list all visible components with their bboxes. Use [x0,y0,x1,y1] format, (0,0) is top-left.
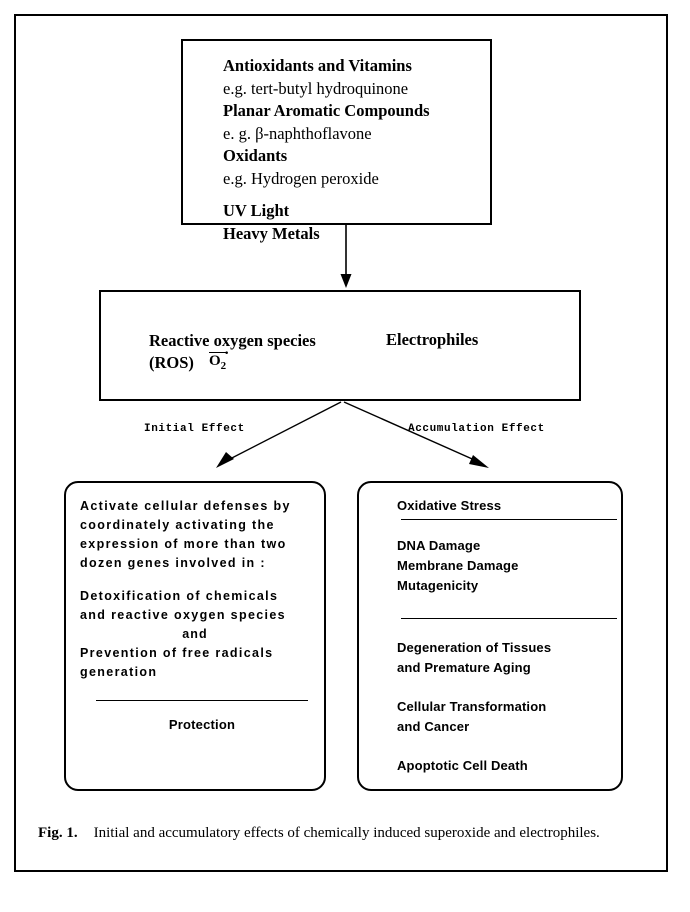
protection-line-5: Detoxification of chemicals [80,589,279,603]
figure-caption: Fig. 1. Initial and accumulatory effects … [38,823,652,843]
protection-line-1: Activate cellular defenses by [80,499,291,513]
oxidative-heading: Oxidative Stress [397,498,502,513]
protection-divider [96,700,308,701]
superoxide-o: O2· [209,345,230,372]
oxidative-gap-2 [397,619,621,638]
oxidative-apoptosis: Apoptotic Cell Death [397,758,528,773]
inducers-box: Antioxidants and Vitamins e.g. tert-buty… [181,39,492,243]
protection-outcome-label: Protection [168,717,236,732]
protection-line-2: coordinately activating the [80,518,275,532]
oxidative-divider-top [401,519,617,520]
oxidative-gap-1 [397,520,621,536]
oxidative-gap-4 [397,737,621,756]
protection-line-3: expression of more than two [80,537,287,551]
figure-caption-text: Initial and accumulatory effects of chem… [93,825,600,841]
inducer-line-naphthoflavone: e. g. β-naphthoflavone [223,123,372,143]
ros-line-2: (ROS) [149,353,194,372]
branching-arrows-icon [216,401,489,468]
oxidative-membrane-damage: Membrane Damage [397,558,519,573]
protection-line-and: and [182,627,208,641]
figure-number: Fig. 1. [38,825,78,841]
superoxide-subscript: 2 [220,360,227,372]
inducer-line-tbhq: e.g. tert-butyl hydroquinone [223,78,409,98]
inducer-line-oxidants: Oxidants [223,146,288,165]
protection-line-8: generation [80,665,158,679]
protection-line-7: Prevention of free radicals [80,646,274,660]
ros-label: Reactive oxygen species (ROS) [149,330,316,374]
inducer-spacer [223,190,490,200]
accumulation-effect-label: Accumulation Effect [408,423,545,435]
oxidative-degeneration-2: and Premature Aging [397,660,531,675]
oxidative-transformation-2: and Cancer [397,719,470,734]
inducer-line-heavy-metals: Heavy Metals [223,223,320,243]
protection-body: Activate cellular defenses by coordinate… [66,483,324,732]
protection-gap-1 [80,573,324,587]
oxidative-stress-box: Oxidative Stress DNA Damage Membrane Dam… [357,481,623,791]
arrow-down-icon [340,225,352,288]
oxidative-dna-damage: DNA Damage [397,538,481,553]
inducer-line-uv-light: UV Light [223,201,290,220]
oxidative-transformation-1: Cellular Transformation [397,699,547,714]
oxidative-mutagenicity: Mutagenicity [397,578,479,593]
electrophiles-label: Electrophiles [386,330,479,349]
protection-box: Activate cellular defenses by coordinate… [64,481,326,791]
ros-line-1: Reactive oxygen species [149,331,316,350]
protection-line-4: dozen genes involved in : [80,556,266,570]
superoxide-symbol: O2· [209,345,230,374]
initial-effect-label: Initial Effect [144,423,245,435]
oxidative-divider-mid [401,618,617,619]
superoxide-radical-dot: · [224,345,230,362]
inducer-line-planar: Planar Aromatic Compounds [223,101,430,120]
oxidative-body: Oxidative Stress DNA Damage Membrane Dam… [359,483,621,776]
oxidative-gap-3 [397,678,621,697]
inducer-line-peroxide: e.g. Hydrogen peroxide [223,168,379,188]
inducer-line-antioxidants: Antioxidants and Vitamins [223,56,412,75]
protection-line-6: and reactive oxygen species [80,608,286,622]
figure-frame: Antioxidants and Vitamins e.g. tert-buty… [14,14,668,872]
oxidative-degeneration-1: Degeneration of Tissues [397,640,552,655]
ros-electrophiles-box: Reactive oxygen species (ROS) O2· Electr… [99,290,581,401]
